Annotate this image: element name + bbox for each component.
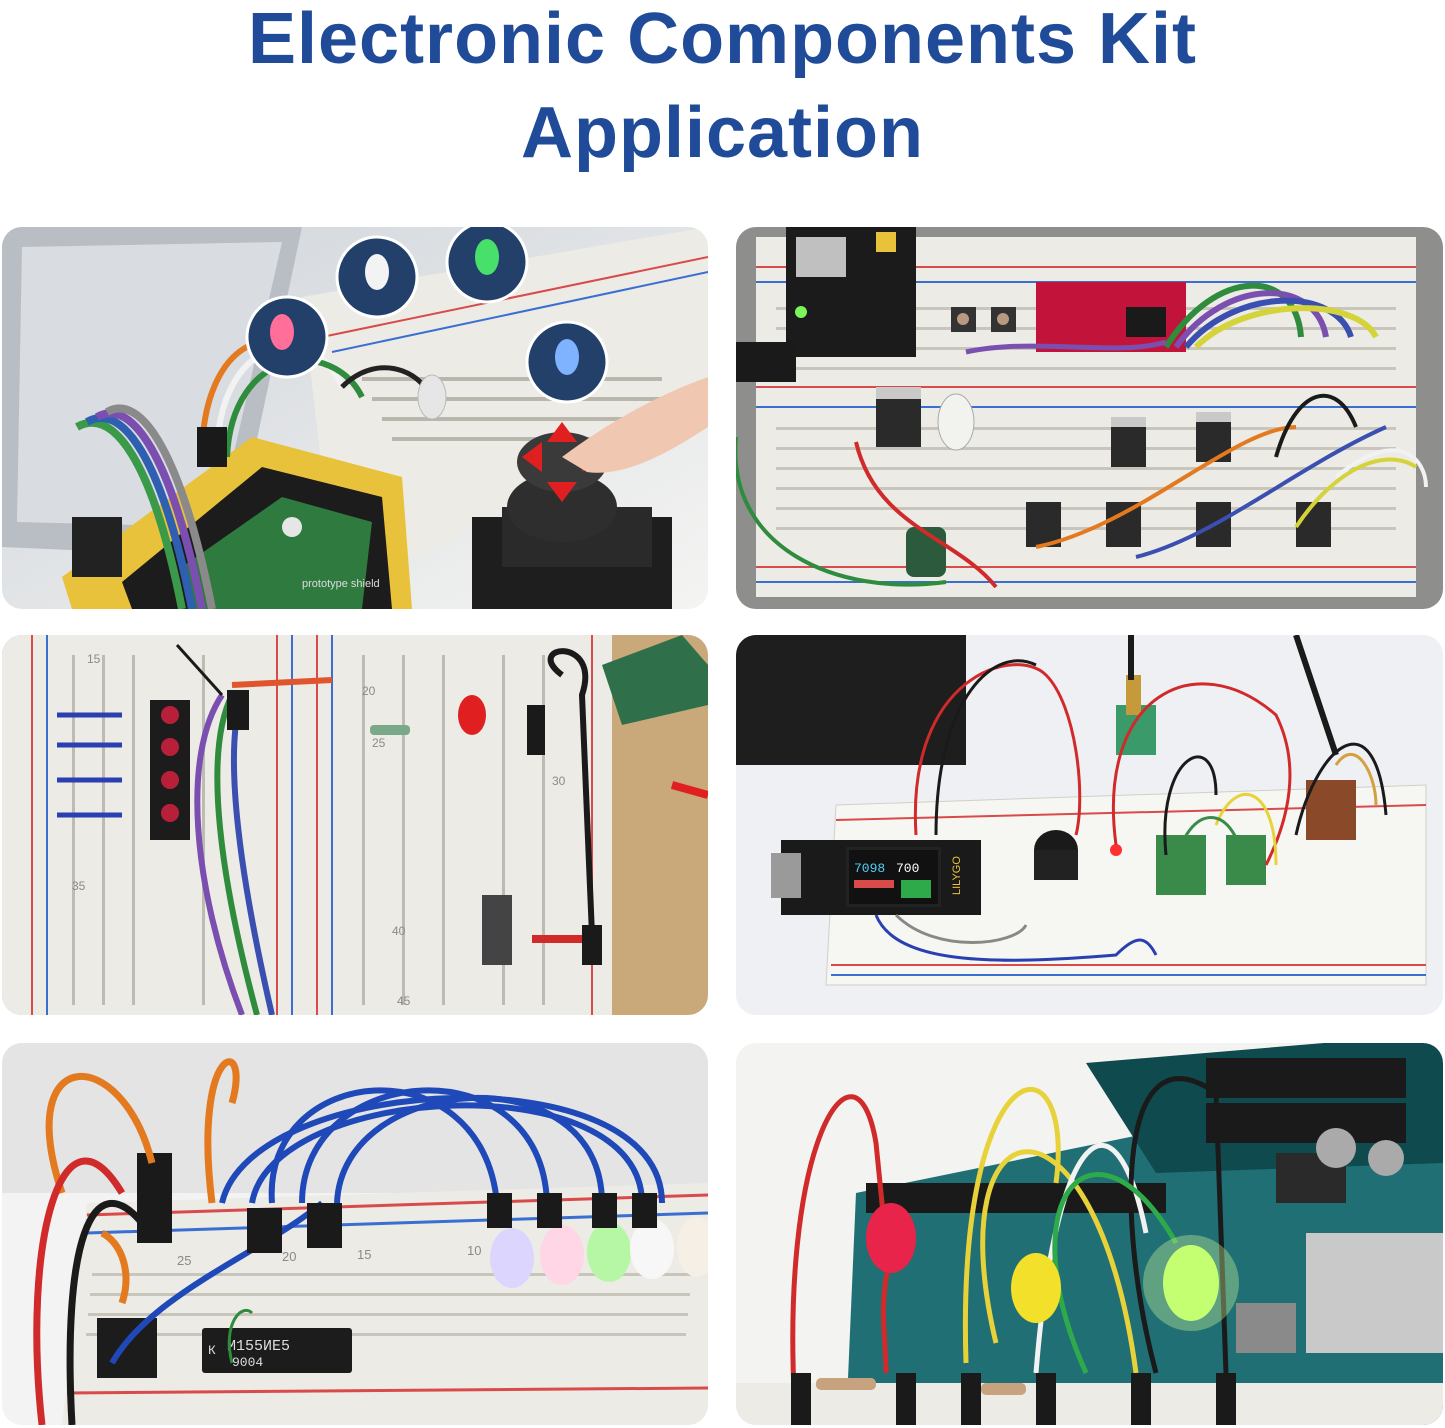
display-readout-b: 700 <box>896 861 919 876</box>
row-number: 25 <box>372 736 386 750</box>
shield-silkscreen: prototype shield <box>302 578 380 590</box>
photo-pico-joystick: prototype shield <box>2 227 708 609</box>
board-brand: LILYGO <box>951 856 963 895</box>
photo-lilygo: 7098 700 LILYGO <box>736 635 1443 1015</box>
row-number: 30 <box>552 774 566 788</box>
photo-pushbuttons: 15 20 25 30 35 40 45 <box>2 635 708 1015</box>
column-number: 10 <box>467 1243 481 1258</box>
display-readout-a: 7098 <box>854 861 885 876</box>
led-bubble-group <box>245 227 609 404</box>
photo-panel-arduino-leds <box>736 1043 1443 1425</box>
column-number: 20 <box>282 1249 296 1264</box>
photo-arduino-leds <box>736 1043 1443 1425</box>
title-line-1: Electronic Components Kit <box>247 0 1198 79</box>
photo-panel-pico-joystick: prototype shield <box>2 227 708 609</box>
row-number: 20 <box>362 684 376 698</box>
row-number: 15 <box>87 652 101 666</box>
photo-panel-power-transistors <box>736 227 1443 609</box>
photo-ic-leds: 25 20 15 10 M155ИЕ5 9004 К <box>2 1043 708 1425</box>
row-number: 35 <box>72 879 86 893</box>
photo-power-transistors <box>736 227 1443 609</box>
chip-prefix: К <box>208 1343 216 1358</box>
row-number: 40 <box>392 924 406 938</box>
column-number: 15 <box>357 1247 371 1262</box>
page-title: Electronic Components Kit Application <box>0 0 1445 180</box>
photo-panel-lilygo: 7098 700 LILYGO <box>736 635 1443 1015</box>
chip-date-code: 9004 <box>232 1355 263 1370</box>
photo-panel-pushbuttons: 15 20 25 30 35 40 45 <box>2 635 708 1015</box>
column-number: 25 <box>177 1253 191 1268</box>
title-line-2: Application <box>521 93 924 173</box>
photo-panel-ic-leds: 25 20 15 10 M155ИЕ5 9004 К <box>2 1043 708 1425</box>
chip-label: M155ИЕ5 <box>227 1338 290 1355</box>
row-number: 45 <box>397 994 411 1008</box>
